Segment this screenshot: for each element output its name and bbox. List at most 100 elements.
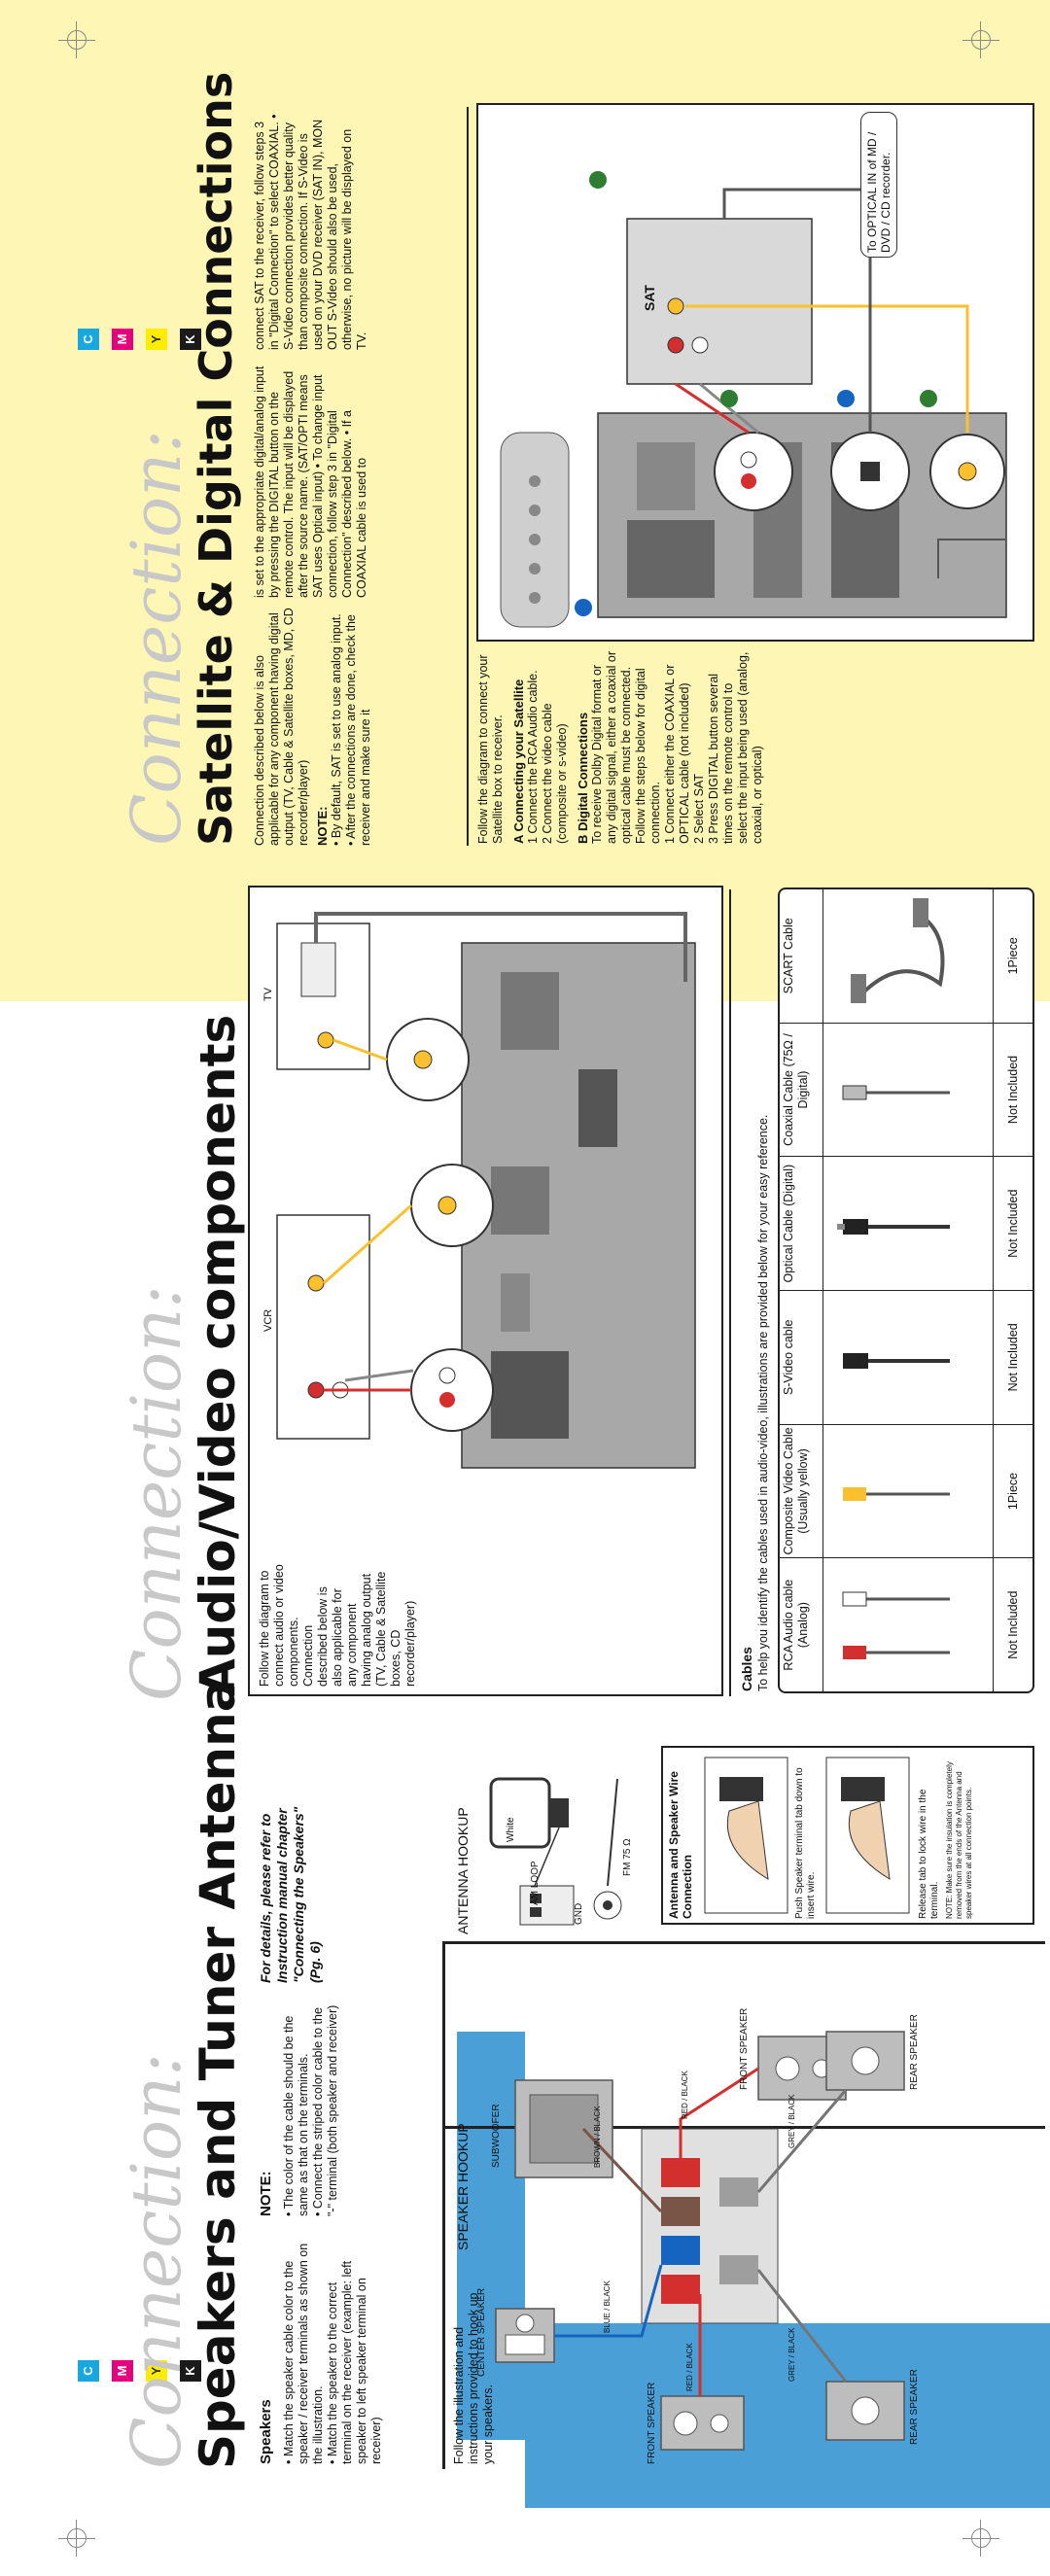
subwoofer-icon xyxy=(514,2079,613,2178)
cable-name: RCA Audio cable (Analog) xyxy=(780,1558,823,1691)
sat-col1-text: Connection described below is also appli… xyxy=(253,608,310,846)
crop-mark-icon xyxy=(58,21,95,58)
center-speaker-icon xyxy=(495,2308,555,2363)
sat-b2: 2 Select SAT xyxy=(692,773,706,844)
push-tab-illustration-icon xyxy=(704,1757,788,1914)
sat-connection-diagram xyxy=(500,171,1007,628)
speakers-bullets: • Match the speaker cable color to the s… xyxy=(282,2241,384,2464)
antenna-diagram xyxy=(489,1777,622,1926)
tv-icon xyxy=(276,922,370,1070)
antenna-am-label: AM LOOP xyxy=(530,1861,541,1905)
cable-column: Coaxial Cable (75Ω / Digital) Not Includ… xyxy=(780,1022,1032,1157)
section-title: Satellite & Digital Connections xyxy=(190,71,242,846)
composite-video-cable-icon xyxy=(843,1487,950,1502)
sat-b-heading: B Digital Connections xyxy=(576,712,590,844)
sat-col2-text: is set to the appropriate digital/analog… xyxy=(253,366,368,598)
front-left-speaker-label: FRONT SPEAKER xyxy=(647,2382,657,2464)
receiver-rear-panel-icon xyxy=(461,942,696,1469)
zoom-detail-audio-icon xyxy=(714,432,793,511)
cmyk-swatch-y: Y xyxy=(146,329,167,350)
cables-intro: To help you identify the cables used in … xyxy=(756,1114,770,1691)
section-title: Speakers and Tuner Antenna xyxy=(190,1679,246,2469)
optical-cable-icon xyxy=(837,1218,950,1235)
crop-mark-icon xyxy=(962,21,999,58)
cable-qty: Not Included xyxy=(993,1558,1032,1691)
cable-name: SCART Cable xyxy=(780,888,823,1023)
sat-steps-intro: Follow the diagram to connect your Satel… xyxy=(476,654,505,844)
antenna-terminal-icon xyxy=(519,1885,622,1926)
cable-column: S-Video cable Not Included xyxy=(780,1289,1032,1424)
cable-column: Optical Cable (Digital) Not Included xyxy=(780,1156,1032,1290)
note-bullet: • The color of the cable should be the s… xyxy=(282,2015,310,2216)
optical-callout: To OPTICAL IN of MD / DVD / CD recorder. xyxy=(860,112,897,258)
speakers-heading: Speakers xyxy=(258,2399,274,2464)
cable-column: SCART Cable 1Piece xyxy=(780,888,1032,1023)
cable-name: Optical Cable (Digital) xyxy=(780,1157,823,1290)
av-connection-diagram xyxy=(276,912,696,1469)
yellow-band-edge xyxy=(0,0,1050,117)
rear-left-speaker-icon xyxy=(825,2381,905,2441)
speaker-hookup-label: SPEAKER HOOKUP xyxy=(455,2123,471,2250)
rear-right-speaker-label: REAR SPEAKER xyxy=(909,2014,920,2090)
speaker-hookup-diagram xyxy=(495,2031,905,2451)
antenna-white-label: White xyxy=(506,1817,516,1842)
scart-cable-icon xyxy=(851,897,945,1003)
vcr-label: VCR xyxy=(262,1308,274,1332)
cmyk-swatch-m: M xyxy=(112,329,133,350)
antenna-fm-label: FM 75 Ω xyxy=(622,1838,633,1876)
front-right-speaker-icon xyxy=(757,2036,847,2101)
cmyk-swatch-c: C xyxy=(78,2360,99,2382)
crop-mark-icon xyxy=(58,2520,95,2557)
cables-heading: Cables xyxy=(739,1647,754,1691)
section-script-title: Connection: xyxy=(117,1285,196,1701)
speakers-bullet: • Match the speaker cable color to the s… xyxy=(282,2243,325,2464)
wire-label-brown: BROWN / BLACK xyxy=(593,2106,602,2168)
subwoofer-label: SUBWOOFER xyxy=(491,2104,502,2168)
speaker-terminal-block-icon xyxy=(641,2128,779,2324)
sat-a2: 2 Connect the video cable (composite or … xyxy=(541,703,569,844)
cable-column: Composite Video Cable (Usually yellow) 1… xyxy=(780,1423,1032,1558)
cable-qty: 1Piece xyxy=(993,1424,1032,1558)
tv-label: TV xyxy=(262,987,274,1001)
release-tab-illustration-icon xyxy=(825,1757,910,1914)
center-speaker-label: CENTER SPEAKER xyxy=(476,2287,487,2377)
rca-cable-icon xyxy=(842,1591,950,1659)
sat-col3-text: connect SAT to the receiver, follow step… xyxy=(253,114,368,350)
sat-steps: Follow the diagram to connect your Satel… xyxy=(476,649,765,844)
wire-label-blue: BLUE / BLACK xyxy=(603,2280,612,2333)
cable-qty: 1Piece xyxy=(993,888,1032,1023)
wire-connection-box: Antenna and Speaker Wire Connection Push… xyxy=(661,1746,1034,1925)
fm-antenna-icon xyxy=(607,1778,618,1887)
cables-table: RCA Audio cable (Analog) Not Included Co… xyxy=(778,888,1034,1693)
wire-step1: Push Speaker terminal tab down to insert… xyxy=(794,1767,817,1919)
s-video-cable-icon xyxy=(843,1352,950,1369)
note-bullet: • Connect the striped color cable to the… xyxy=(311,2004,339,2216)
wire-box-title: Antenna and Speaker Wire Connection xyxy=(667,1771,694,1919)
wire-step2: Release tab to lock wire in the terminal… xyxy=(918,1789,940,1919)
sat-a1: 1 Connect the RCA Audio cable. xyxy=(526,670,540,844)
wire-label-grey-right: GREY / BLACK xyxy=(788,2094,796,2148)
cmyk-swatch-c: C xyxy=(78,329,99,350)
wire-label-grey-left: GREY / BLACK xyxy=(788,2327,796,2382)
remote-control-icon xyxy=(500,432,570,628)
wire-label-red-left: RED / BLACK xyxy=(685,2343,694,2391)
antenna-hookup-label: ANTENNA HOOKUP xyxy=(455,1807,471,1934)
antenna-gnd-label: GND xyxy=(574,1902,584,1925)
cable-column: RCA Audio cable (Analog) Not Included xyxy=(780,1557,1032,1691)
av-description: Connection described below is also appli… xyxy=(301,1571,417,1687)
cable-name: Composite Video Cable (Usually yellow) xyxy=(780,1424,823,1558)
section-title: Audio/Video components xyxy=(190,1014,246,1696)
section-rule xyxy=(442,1944,445,2469)
details-reference: For details, please refer to Instruction… xyxy=(258,1806,323,1983)
front-right-speaker-label: FRONT SPEAKER xyxy=(739,2007,750,2090)
wire-note: NOTE: Make sure the insulation is comple… xyxy=(945,1761,973,1919)
rear-right-speaker-icon xyxy=(825,2031,905,2091)
section-rule xyxy=(729,889,731,1696)
sat-description: Connection described below is also appli… xyxy=(253,608,373,846)
zoom-detail-audio-icon xyxy=(410,1348,494,1432)
sat-label: SAT xyxy=(642,285,657,311)
front-left-speaker-icon xyxy=(660,2395,745,2451)
section-rule xyxy=(467,107,469,846)
